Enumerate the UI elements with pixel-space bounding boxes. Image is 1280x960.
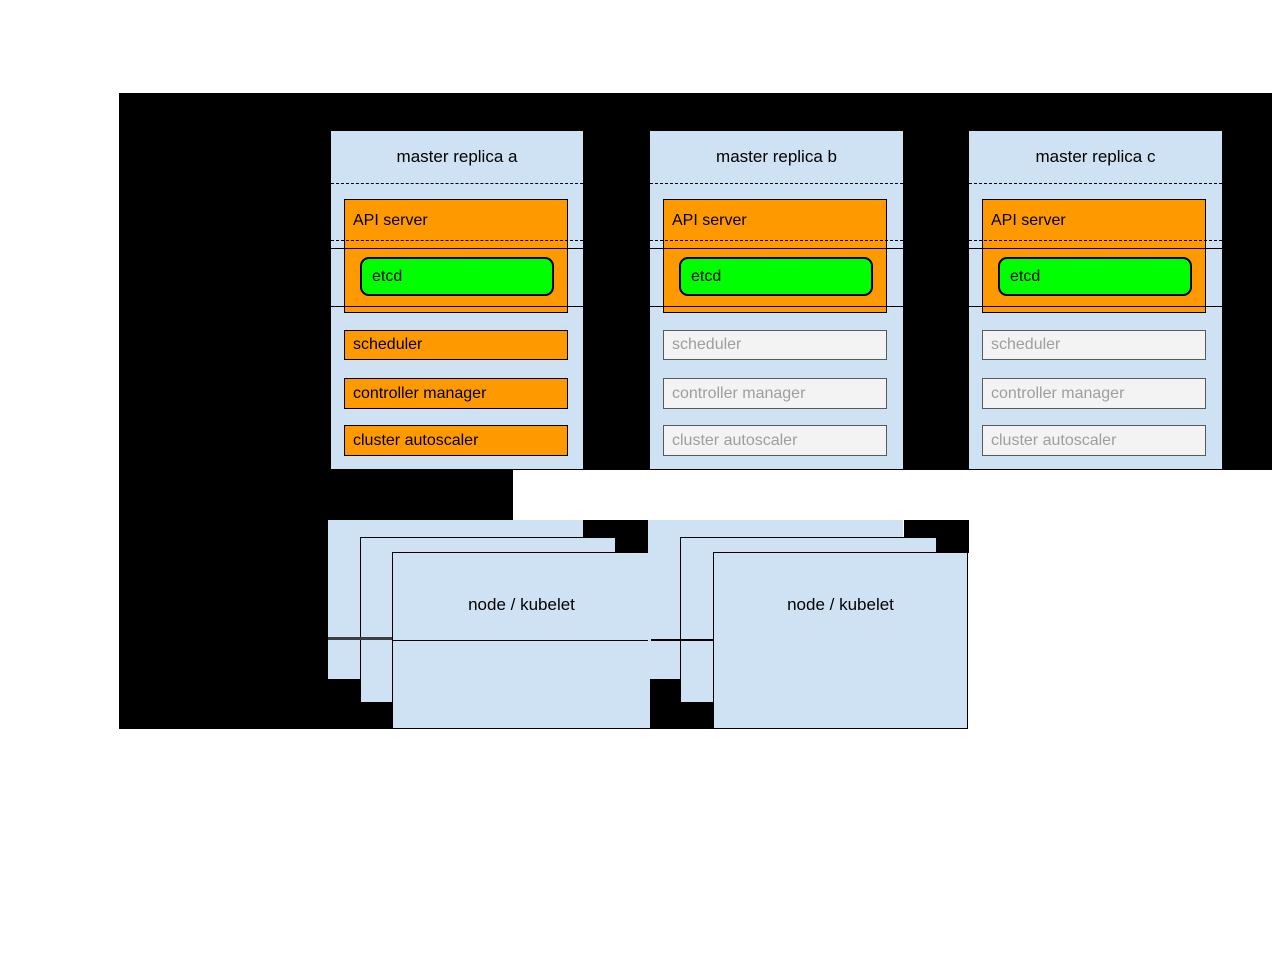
etcd-label-a: etcd <box>372 268 403 285</box>
etcd-layer-dashed-line-a <box>331 240 583 241</box>
black-backdrop-node-right-bottom1 <box>651 679 680 729</box>
scheduler-box-b: scheduler <box>663 330 887 360</box>
etcd-box-a: etcd <box>360 257 554 296</box>
node-stack-left-front-box: node / kubelet <box>392 552 651 729</box>
master-replica-b-box: master replica b API server etcd schedul… <box>649 130 904 470</box>
api-server-label-a: API server <box>353 212 428 229</box>
etcd-layer-top-line-a <box>331 248 583 249</box>
etcd-layer-bottom-line-c <box>969 306 1222 307</box>
black-backdrop-node-right-bottom2 <box>680 703 713 729</box>
master-replica-b-title: master replica b <box>650 131 903 184</box>
black-backdrop-middle-left <box>119 470 513 520</box>
node-stack-right-front-box: node / kubelet <box>713 552 968 729</box>
controller-manager-box-a: controller manager <box>344 378 568 409</box>
etcd-box-b: etcd <box>679 257 873 296</box>
controller-manager-box-c: controller manager <box>982 378 1206 409</box>
node-divider-extension-right <box>651 639 713 641</box>
etcd-label-b: etcd <box>691 268 722 285</box>
scheduler-box-c: scheduler <box>982 330 1206 360</box>
cluster-autoscaler-box-c: cluster autoscaler <box>982 425 1206 456</box>
master-replica-a-title: master replica a <box>331 131 583 184</box>
cluster-autoscaler-box-b: cluster autoscaler <box>663 425 887 456</box>
etcd-layer-bottom-line-b <box>650 306 903 307</box>
node-kubelet-label-left: node / kubelet <box>468 595 575 614</box>
etcd-box-c: etcd <box>998 257 1192 296</box>
node-kubelet-label-right: node / kubelet <box>787 595 894 614</box>
api-server-label-c: API server <box>991 212 1066 229</box>
etcd-layer-top-line-b <box>650 248 903 249</box>
master-replica-c-box: master replica c API server etcd schedul… <box>968 130 1223 470</box>
master-replica-c-title: master replica c <box>969 131 1222 184</box>
controller-manager-box-b: controller manager <box>663 378 887 409</box>
node-divider-extension-left <box>328 637 392 640</box>
cluster-autoscaler-box-a: cluster autoscaler <box>344 425 568 456</box>
master-replica-a-box: master replica a API server etcd schedul… <box>330 130 584 470</box>
scheduler-box-a: scheduler <box>344 330 568 360</box>
etcd-layer-top-line-c <box>969 248 1222 249</box>
etcd-layer-bottom-line-a <box>331 306 583 307</box>
etcd-layer-dashed-line-c <box>969 240 1222 241</box>
etcd-layer-dashed-line-b <box>650 240 903 241</box>
api-server-label-b: API server <box>672 212 747 229</box>
node-title-divider-left <box>392 640 651 641</box>
etcd-label-c: etcd <box>1010 268 1041 285</box>
